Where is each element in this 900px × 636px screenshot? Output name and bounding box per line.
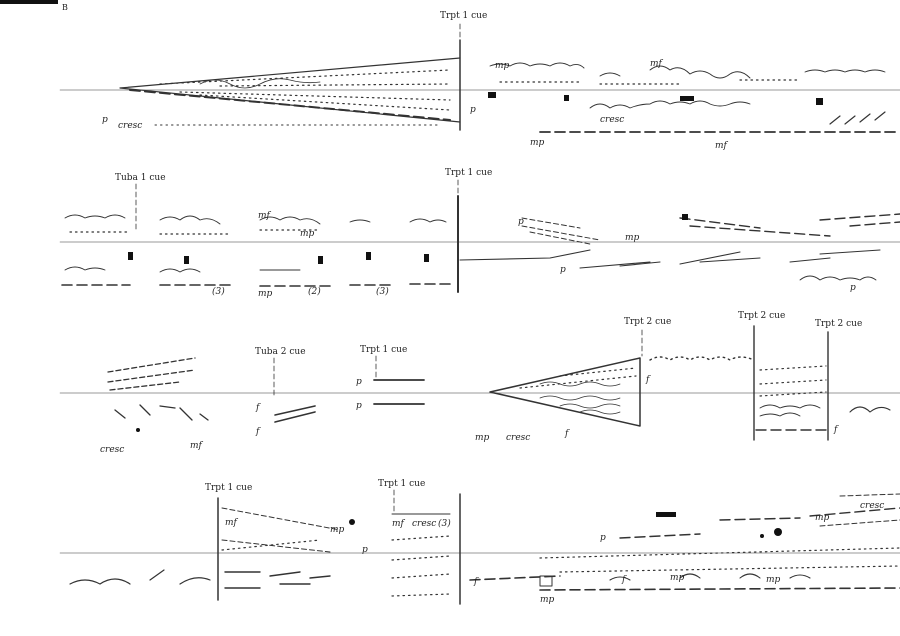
cue-label: Trpt 1 cue [360,345,407,355]
dynamic-marking: f [621,575,627,585]
dynamic-marking: cresc [118,121,142,131]
accent-block [564,95,569,101]
dynamic-marking: f [645,375,651,385]
dynamic-marking: mf [650,59,664,69]
dynamic-marking: cresc [860,501,884,511]
cue-label: Trpt 2 cue [738,311,785,321]
dynamic-marking: mp [495,61,510,71]
cue-label: Trpt 1 cue [445,168,492,178]
dynamic-marking: cresc [600,115,624,125]
dynamic-marking: mf [190,441,204,451]
dynamic-marking: p [356,377,362,387]
dynamic-marking: mp [766,575,781,585]
crescendo-wedge-2 [489,357,641,427]
dynamic-marking: p [518,217,524,227]
accent-block [680,96,694,101]
accent-block [424,254,429,262]
dynamic-marking: mf [715,141,729,151]
dynamic-marking: mp [540,595,555,605]
dynamic-marking: (3) [212,286,225,297]
cue-label: Tuba 1 cue [115,173,166,183]
accent-block [366,252,371,260]
cue-label: Trpt 2 cue [624,317,671,327]
dynamic-marking: p [850,283,856,293]
cue-label: Trpt 1 cue [440,11,487,21]
system-2: Tuba 1 cue Trpt 1 cue mf mp mp (3) (2) (… [59,168,900,299]
dynamic-marking: (3) [376,286,389,297]
dynamic-marking: mp [815,513,830,523]
dynamic-marking: f [255,427,261,437]
accent-block [656,512,676,517]
accent-block [184,256,189,264]
dynamic-marking: p [102,115,108,125]
dynamic-marking: mf [225,518,239,528]
dynamic-marking: p [362,545,368,555]
accent-block [682,214,688,220]
system-4: Trpt 1 cue mf mp p Trpt 1 cue mf cresc (… [59,479,900,605]
dynamic-marking: cresc [506,433,530,443]
dynamic-marking: f [255,403,261,413]
dynamic-marking: (3) [438,518,451,529]
dynamic-marking: cresc [100,445,124,455]
dynamic-marking: cresc [412,519,436,529]
dynamic-marking: mp [530,138,545,148]
dynamic-marking: mp [300,229,315,239]
dynamic-marking: mp [625,233,640,243]
accent-block [128,252,133,260]
dynamic-marking: mf [258,211,272,221]
dynamic-marking: mf [392,519,406,529]
dynamic-marking: p [470,105,476,115]
dynamic-marking: f [833,425,839,435]
dynamic-marking: f [564,429,570,439]
dynamic-marking: (2) [308,286,321,297]
accent-block [488,92,496,98]
dynamic-marking: f [473,577,479,587]
system-1: Trpt 1 cue p cresc mp mf p mp cresc mf [59,11,900,151]
accent-block [318,256,323,264]
cue-label: Trpt 2 cue [815,319,862,329]
accent-block [816,98,823,105]
boxed-figure [539,575,553,587]
dynamic-marking: p [560,265,566,275]
cue-label: Trpt 1 cue [205,483,252,493]
dynamic-marking: mp [670,573,685,583]
dynamic-marking: p [356,401,362,411]
cue-label: Tuba 2 cue [255,347,306,357]
page-corner-mark [0,0,58,4]
cue-label: Trpt 1 cue [378,479,425,489]
dynamic-marking: mp [258,289,273,299]
dynamic-marking: p [600,533,606,543]
page-number-mark: B [62,3,68,12]
system-3: cresc mf Tuba 2 cue f f Trpt 1 cue p p T… [59,311,900,455]
dynamic-marking: mp [475,433,490,443]
dynamic-marking: mp [330,525,345,535]
